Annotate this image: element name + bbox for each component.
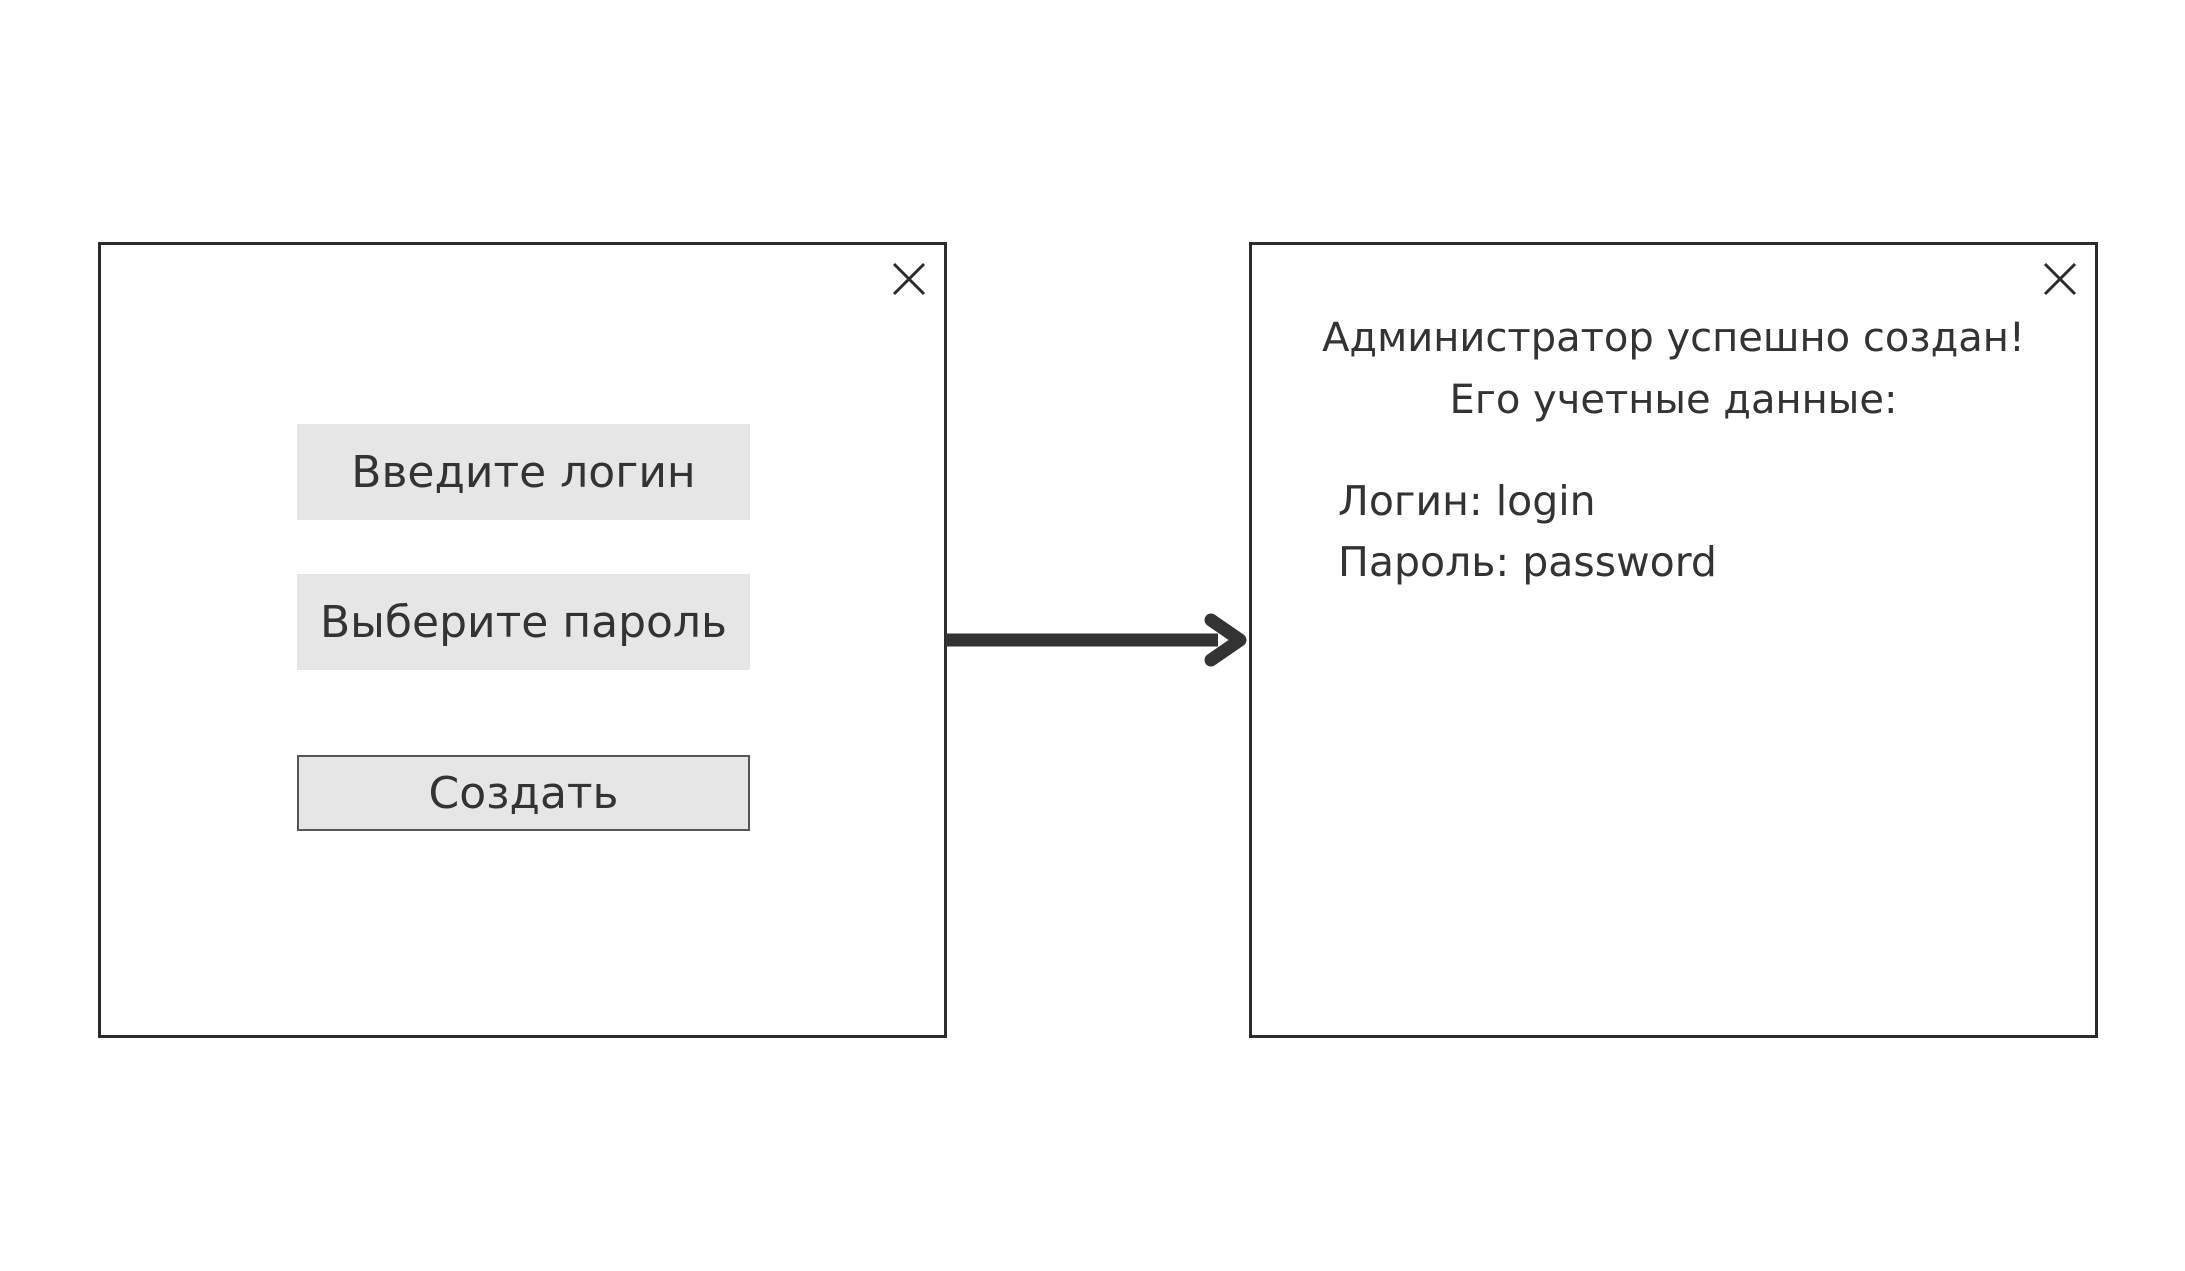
login-input[interactable]: Введите логин: [297, 424, 750, 520]
close-icon[interactable]: [885, 255, 933, 303]
close-icon[interactable]: [2036, 255, 2084, 303]
credential-login: Логин: login: [1338, 477, 1596, 525]
login-input-placeholder: Введите логин: [351, 446, 696, 498]
admin-created-window: Администратор успешно создан! Его учетны…: [1249, 242, 2098, 1038]
password-input-placeholder: Выберите пароль: [320, 596, 727, 648]
arrow-right-icon: [946, 613, 1247, 667]
create-admin-window: Введите логин Выберите пароль Создать: [98, 242, 947, 1038]
credential-password: Пароль: password: [1338, 538, 1717, 586]
create-button-label: Создать: [428, 767, 619, 819]
credentials-heading: Его учетные данные:: [1449, 377, 1898, 423]
success-message: Администратор успешно создан!: [1322, 315, 2025, 361]
create-button[interactable]: Создать: [297, 755, 750, 831]
password-input[interactable]: Выберите пароль: [297, 574, 750, 670]
